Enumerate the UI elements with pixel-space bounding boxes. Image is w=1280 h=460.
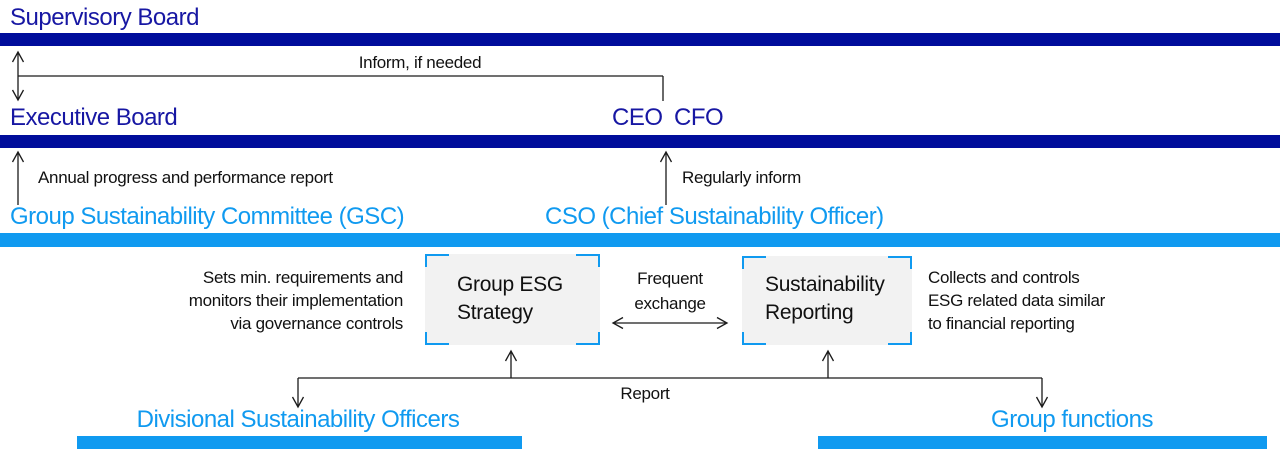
regularly-inform-arrow (659, 150, 673, 205)
bracket-corner-icon (888, 256, 912, 269)
report-connector (291, 349, 1049, 409)
supervisory-board-title: Supervisory Board (10, 4, 199, 31)
inform-if-needed-label: Inform, if needed (358, 53, 482, 72)
sustainability-reporting-line2: Reporting (765, 301, 854, 324)
reporting-note: Collects and controls ESG related data s… (928, 266, 1168, 335)
cfo-label: CFO (674, 104, 724, 131)
gsc-note-line1: Sets min. requirements and (202, 268, 403, 287)
esg-strategy-line2: Strategy (457, 301, 533, 324)
bracket-corner-icon (425, 332, 449, 345)
reporting-note-line3: to financial reporting (928, 314, 1075, 333)
frequent-exchange-line2: exchange (634, 294, 706, 313)
divisional-officers-title: Divisional Sustainability Officers (136, 406, 460, 433)
supervisory-board-bar (0, 33, 1280, 46)
ceo-label: CEO (612, 104, 663, 131)
gsc-note-line2: monitors their implementation (188, 291, 404, 310)
divisional-officers-bar (77, 436, 522, 449)
cso-title: CSO (Chief Sustainability Officer) (545, 203, 884, 230)
frequent-exchange-label: Frequent exchange (607, 266, 733, 316)
group-esg-strategy-box: Group ESG Strategy (425, 254, 600, 345)
bracket-corner-icon (742, 332, 766, 345)
gsc-note-line3: via governance controls (230, 314, 403, 333)
regularly-inform-label: Regularly inform (682, 168, 801, 187)
bracket-corner-icon (576, 254, 600, 267)
report-label: Report (620, 384, 670, 403)
group-functions-title: Group functions (991, 406, 1153, 433)
bracket-corner-icon (425, 254, 449, 267)
inform-if-needed-connector (11, 50, 664, 102)
frequent-exchange-line1: Frequent (637, 269, 703, 288)
gsc-title: Group Sustainability Committee (GSC) (10, 203, 405, 230)
gsc-bar (0, 233, 1280, 247)
executive-board-title: Executive Board (10, 104, 178, 131)
sustainability-reporting-line1: Sustainability (765, 273, 885, 296)
esg-strategy-line1: Group ESG (457, 273, 563, 296)
annual-report-arrow (11, 150, 25, 205)
frequent-exchange-arrow (611, 316, 729, 330)
bracket-corner-icon (888, 332, 912, 345)
group-functions-bar (818, 436, 1267, 449)
executive-board-bar (0, 135, 1280, 148)
bracket-corner-icon (742, 256, 766, 269)
annual-report-label: Annual progress and performance report (38, 168, 333, 187)
reporting-note-line2: ESG related data similar (928, 291, 1106, 310)
gsc-note: Sets min. requirements and monitors thei… (155, 266, 404, 335)
bracket-corner-icon (576, 332, 600, 345)
sustainability-reporting-box: Sustainability Reporting (742, 256, 912, 345)
reporting-note-line1: Collects and controls (928, 268, 1080, 287)
